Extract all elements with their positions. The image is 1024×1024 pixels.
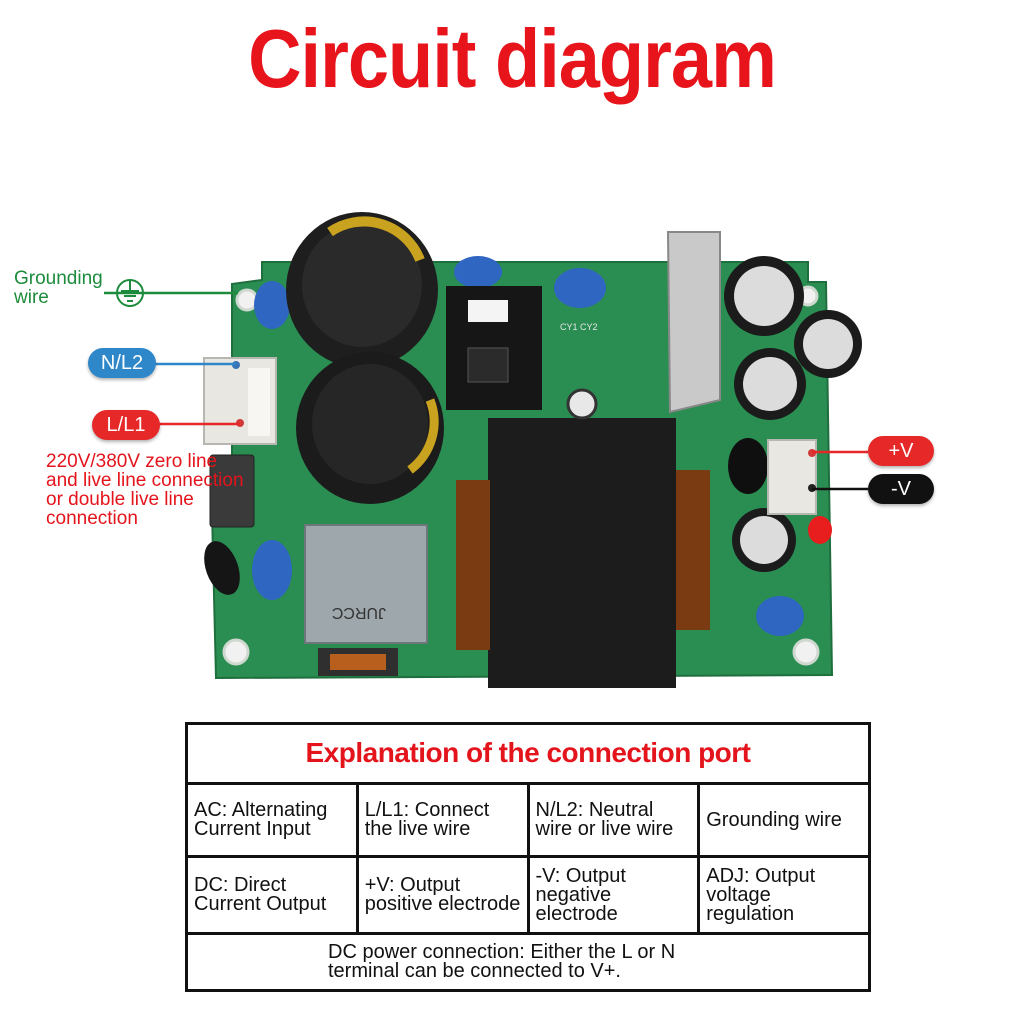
input-voltage-note: 220V/380V zero line and live line connec…: [46, 451, 244, 529]
table-cell: N/L2: Neutral wire or live wire: [530, 785, 701, 855]
relay: [304, 524, 428, 644]
earth-ground-icon: [116, 279, 144, 307]
y-capacitor: [454, 256, 502, 288]
table-cell: L/L1: Connect the live wire: [359, 785, 530, 855]
thermistor: [204, 541, 240, 595]
table-cell: AC: Alternating Current Input: [188, 785, 359, 855]
vminus-badge: -V: [868, 474, 934, 504]
fuse: [209, 454, 255, 528]
y-capacitor: [252, 540, 292, 600]
y-capacitor: [254, 281, 290, 329]
table-cell: -V: Output negative electrode: [530, 858, 701, 932]
vplus-badge: +V: [868, 436, 934, 466]
y-capacitor: [756, 596, 804, 636]
mosfet-heatsink: [666, 231, 721, 414]
table-cell: Grounding wire: [706, 808, 842, 831]
transformer: [488, 418, 676, 688]
small-capacitor: [566, 388, 598, 420]
table-cell: +V: Output positive electrode: [359, 858, 530, 932]
mount-hole: [235, 288, 259, 312]
cy-label: CY1 CY2: [560, 322, 598, 332]
mount-hole: [792, 638, 820, 666]
table-footer-note: DC power connection: Either the L or N t…: [188, 935, 868, 989]
nl2-badge: N/L2: [88, 348, 156, 378]
inductor: [728, 438, 768, 494]
relay-brand: JURCC: [332, 604, 386, 621]
power-led: [808, 516, 832, 544]
table-cell: DC: Direct Current Output: [188, 858, 359, 932]
output-terminal: [767, 439, 817, 515]
y-capacitor: [554, 268, 606, 308]
table-row: DC: Direct Current Output +V: Output pos…: [188, 858, 868, 935]
grounding-wire-label: Grounding wire: [14, 268, 103, 308]
connection-port-table: Explanation of the connection port AC: A…: [185, 722, 871, 992]
footer-text: DC power connection: Either the L or N t…: [328, 941, 676, 982]
table-header: Explanation of the connection port: [188, 725, 868, 785]
ll1-badge: L/L1: [92, 410, 160, 440]
page-title: Circuit diagram: [248, 11, 777, 105]
table-cell: ADJ: Output voltage regulation: [706, 864, 816, 925]
coil-winding: [330, 654, 386, 670]
table-row: AC: Alternating Current Input L/L1: Conn…: [188, 785, 868, 858]
mount-hole: [222, 638, 250, 666]
